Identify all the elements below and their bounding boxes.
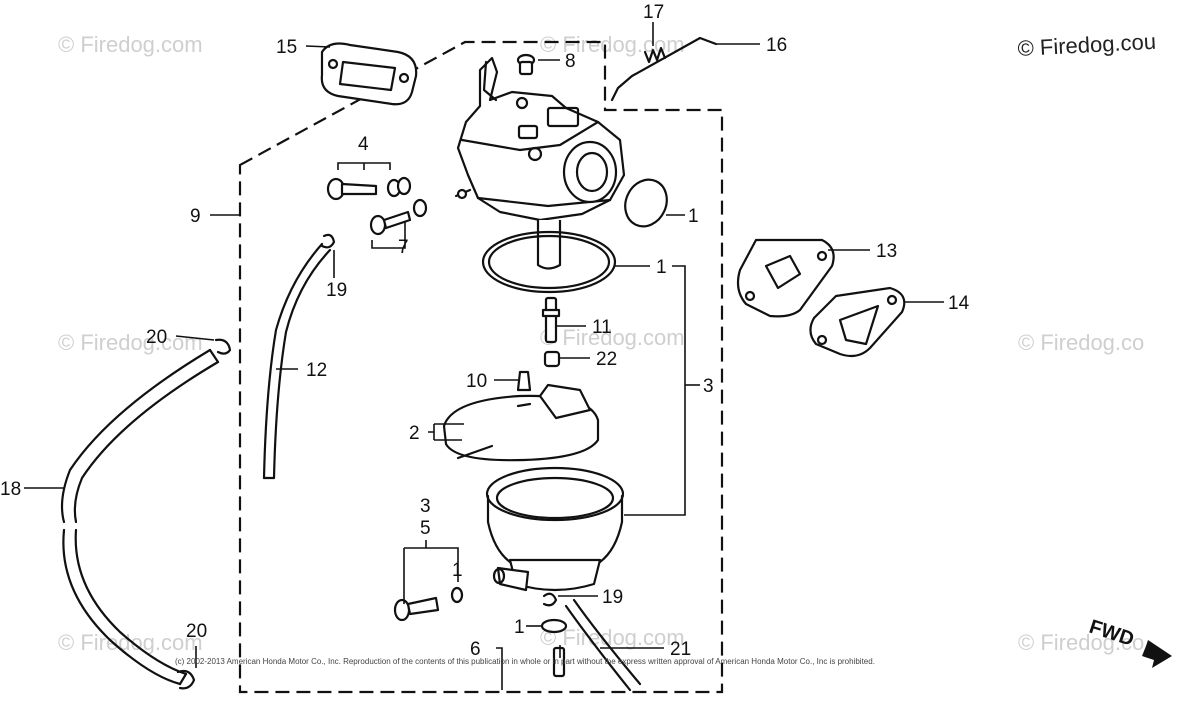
o-ring-1-small [450,586,464,604]
callout-19-bottom: 19 [602,587,623,608]
fwd-arrow-icon [1142,640,1172,668]
callout-1-small: 1 [452,560,463,581]
callout-20-top: 20 [146,327,167,348]
watermark-bottom-right: © Firedog.co [1018,630,1144,655]
callout-1-washer: 1 [514,617,525,638]
callout-21: 21 [670,639,691,660]
callout-22: 22 [596,349,617,370]
clip-19-bottom [542,592,558,607]
callout-11: 11 [592,317,612,338]
main-jet-22 [543,350,561,368]
tube-18 [60,348,220,686]
callout-9: 9 [190,206,201,227]
screw-7 [369,198,428,236]
watermark-bottom-center: © Firedog.com [540,625,685,650]
watermark-mid-left: © Firedog.com [58,330,203,355]
float-2 [442,383,600,462]
tube-21 [564,598,642,692]
watermarks: © Firedog.com © Firedog.com © Firedog.co… [58,29,1157,655]
gasket-14 [809,286,906,358]
callout-2: 2 [409,423,420,444]
callout-17: 17 [643,2,664,23]
callout-18: 18 [0,479,21,500]
callout-7: 7 [398,237,409,258]
needle-jet-11 [541,296,561,344]
callout-12: 12 [306,360,327,381]
callout-20-bottom: 20 [186,621,207,642]
callout-5: 5 [420,518,431,539]
copyright-notice: (c) 2002-2013 American Honda Motor Co., … [175,657,875,666]
callout-3-left: 3 [420,496,431,517]
watermark-bottom-left: © Firedog.com [58,630,203,655]
screw-4 [326,176,412,201]
callout-10: 10 [466,371,487,392]
watermark-top-left: © Firedog.com [58,32,203,57]
callout-8: 8 [565,51,576,72]
float-bowl [485,466,625,592]
rod-16 [610,36,718,102]
callout-3-right: 3 [703,376,714,397]
callout-19-top: 19 [326,280,347,301]
screw-5 [393,596,440,622]
callout-13: 13 [876,241,897,262]
callout-15: 15 [276,37,297,58]
screw-10 [516,370,532,392]
callout-1-gasket: 1 [656,257,667,278]
callout-1-oring: 1 [688,206,699,227]
o-ring-1-right [624,178,668,228]
screw-8 [516,53,536,76]
callout-4: 4 [358,134,369,155]
watermark-corner: © Firedog.cou [1017,29,1157,61]
insulator-13 [736,238,835,318]
assembly-boundary [238,40,724,694]
clip-19-top [320,233,336,249]
callout-16: 16 [766,35,787,56]
spring-17 [643,46,667,64]
callout-labels: 15 17 16 8 1 1 3 4 7 19 9 12 11 22 10 2 … [0,2,970,660]
gasket-15 [320,42,418,106]
clip-20-bottom [176,669,196,690]
leader-lines [24,22,944,690]
callout-6: 6 [470,639,481,660]
clip-20-top [214,338,232,355]
watermark-mid-right: © Firedog.co [1018,330,1144,355]
tube-12 [262,242,332,480]
callout-14: 14 [948,293,970,314]
float-gasket-1 [481,230,617,294]
watermark-mid-center: © Firedog.com [540,325,685,350]
drain-bolt-6 [552,646,566,678]
